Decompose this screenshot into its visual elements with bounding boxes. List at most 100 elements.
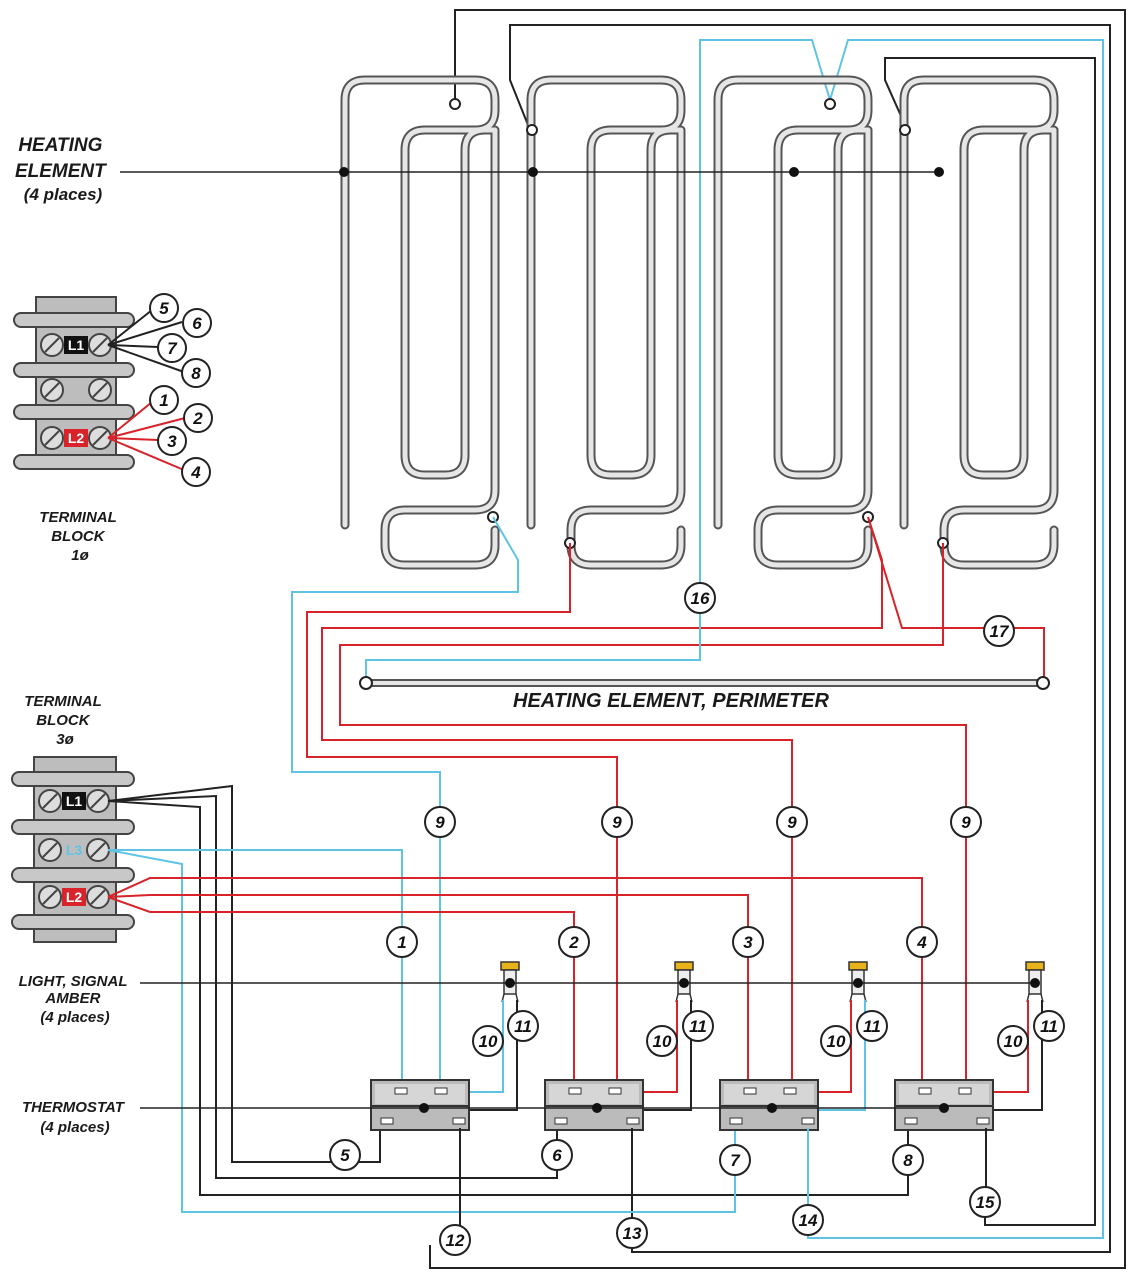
terminal-l1-3ph: L1 — [66, 793, 83, 809]
wire-red-17 — [867, 516, 1045, 680]
svg-text:4: 4 — [916, 933, 927, 952]
svg-text:5: 5 — [159, 299, 169, 318]
svg-text:7: 7 — [730, 1151, 741, 1170]
wire-red-coil3 — [321, 516, 883, 1093]
wire-red-coil2 — [306, 543, 618, 1093]
thermostat-label: THERMOSTAT (4 places) — [22, 1099, 128, 1136]
wire-3 — [107, 894, 749, 1093]
callout-1ph-3: 3 — [157, 426, 187, 456]
callouts: 5 6 7 8 1 2 3 4 16 17 9 9 9 9 1 2 3 4 10… — [149, 293, 1065, 1256]
svg-text:10: 10 — [827, 1032, 846, 1051]
svg-text:13: 13 — [623, 1224, 642, 1243]
wire-7 — [107, 849, 736, 1213]
coil-terminals — [449, 98, 949, 549]
callout-9c: 9 — [776, 806, 808, 838]
wire-2 — [107, 896, 575, 1093]
wire-frame-3 — [884, 57, 1096, 1226]
svg-text:10: 10 — [1004, 1032, 1023, 1051]
wire-5 — [107, 784, 381, 1163]
callout-11c: 11 — [856, 1010, 888, 1042]
thermostat-leader-dots — [419, 1103, 949, 1113]
callout-14: 14 — [792, 1204, 824, 1236]
terminal-block-3ph-label: TERMINAL BLOCK 3ø — [24, 693, 105, 748]
callout-17: 17 — [983, 615, 1015, 647]
tb1-l2-leads — [107, 401, 186, 471]
svg-text:16: 16 — [691, 589, 710, 608]
svg-text:9: 9 — [961, 813, 971, 832]
svg-text:17: 17 — [990, 622, 1010, 641]
callout-13: 13 — [616, 1217, 648, 1249]
callout-11a: 11 — [507, 1010, 539, 1042]
terminal-block-1ph — [13, 296, 135, 470]
callout-1ph-6: 6 — [182, 308, 212, 338]
callout-1ph-4: 4 — [181, 457, 211, 487]
svg-text:8: 8 — [903, 1151, 913, 1170]
heating-element-label: HEATING ELEMENT (4 places) — [15, 135, 111, 204]
svg-text:6: 6 — [192, 314, 202, 333]
wire-frame-outer — [429, 9, 1126, 1269]
callout-16: 16 — [684, 582, 716, 614]
svg-text:1: 1 — [159, 391, 168, 410]
wire-6 — [107, 794, 558, 1179]
wire-blue-16 — [365, 530, 701, 680]
callout-1ph-7: 7 — [157, 333, 187, 363]
svg-text:3: 3 — [167, 432, 177, 451]
svg-text:6: 6 — [552, 1146, 562, 1165]
svg-text:7: 7 — [167, 339, 178, 358]
callout-10b: 10 — [646, 1025, 678, 1057]
svg-text:11: 11 — [1040, 1017, 1058, 1036]
heating-coil-2 — [531, 80, 681, 565]
callout-12: 12 — [439, 1224, 471, 1256]
svg-text:11: 11 — [863, 1017, 881, 1036]
svg-text:2: 2 — [568, 933, 579, 952]
callout-1ph-5: 5 — [149, 293, 179, 323]
light-leader-dots — [505, 978, 1040, 988]
wire-frame-2 — [509, 24, 1111, 1253]
svg-text:11: 11 — [514, 1017, 532, 1036]
svg-text:11: 11 — [689, 1017, 707, 1036]
svg-text:5: 5 — [340, 1146, 350, 1165]
terminal-l1-1ph: L1 — [68, 337, 85, 353]
callout-6: 6 — [541, 1139, 573, 1171]
svg-text:10: 10 — [653, 1032, 672, 1051]
svg-text:12: 12 — [446, 1231, 465, 1250]
callout-5: 5 — [329, 1139, 361, 1171]
callout-1ph-2: 2 — [183, 403, 213, 433]
callout-10a: 10 — [472, 1025, 504, 1057]
svg-text:9: 9 — [612, 813, 622, 832]
wire-blue-coil1 — [291, 516, 519, 1093]
leader-dots — [339, 167, 944, 177]
svg-text:10: 10 — [479, 1032, 498, 1051]
callout-9a: 9 — [424, 806, 456, 838]
heating-coil-4 — [904, 80, 1054, 565]
terminal-block-1ph-label: TERMINAL BLOCK 1ø — [39, 509, 120, 564]
heating-coil-3 — [718, 80, 868, 565]
callout-1: 1 — [386, 926, 418, 958]
svg-text:9: 9 — [435, 813, 445, 832]
svg-text:9: 9 — [787, 813, 797, 832]
svg-text:14: 14 — [799, 1211, 818, 1230]
terminal-block-3ph — [11, 756, 135, 943]
wire-4 — [107, 877, 923, 1093]
callout-3: 3 — [732, 926, 764, 958]
svg-text:3: 3 — [743, 933, 753, 952]
callout-2: 2 — [558, 926, 590, 958]
svg-text:4: 4 — [190, 463, 201, 482]
light-label: LIGHT, SIGNAL AMBER (4 places) — [19, 973, 132, 1026]
callout-10d: 10 — [997, 1025, 1029, 1057]
callout-7: 7 — [719, 1144, 751, 1176]
wire-1 — [108, 849, 403, 1093]
tb1-l1-leads — [107, 309, 185, 373]
svg-text:8: 8 — [191, 364, 201, 383]
terminal-l2-1ph: L2 — [68, 430, 85, 446]
svg-text:2: 2 — [192, 409, 203, 428]
terminal-l2-3ph: L2 — [66, 889, 83, 905]
callout-9b: 9 — [601, 806, 633, 838]
callout-11b: 11 — [682, 1010, 714, 1042]
svg-text:15: 15 — [976, 1193, 995, 1212]
callout-15: 15 — [969, 1186, 1001, 1218]
heating-coil-1 — [345, 80, 495, 565]
callout-4: 4 — [906, 926, 938, 958]
callout-11d: 11 — [1033, 1010, 1065, 1042]
